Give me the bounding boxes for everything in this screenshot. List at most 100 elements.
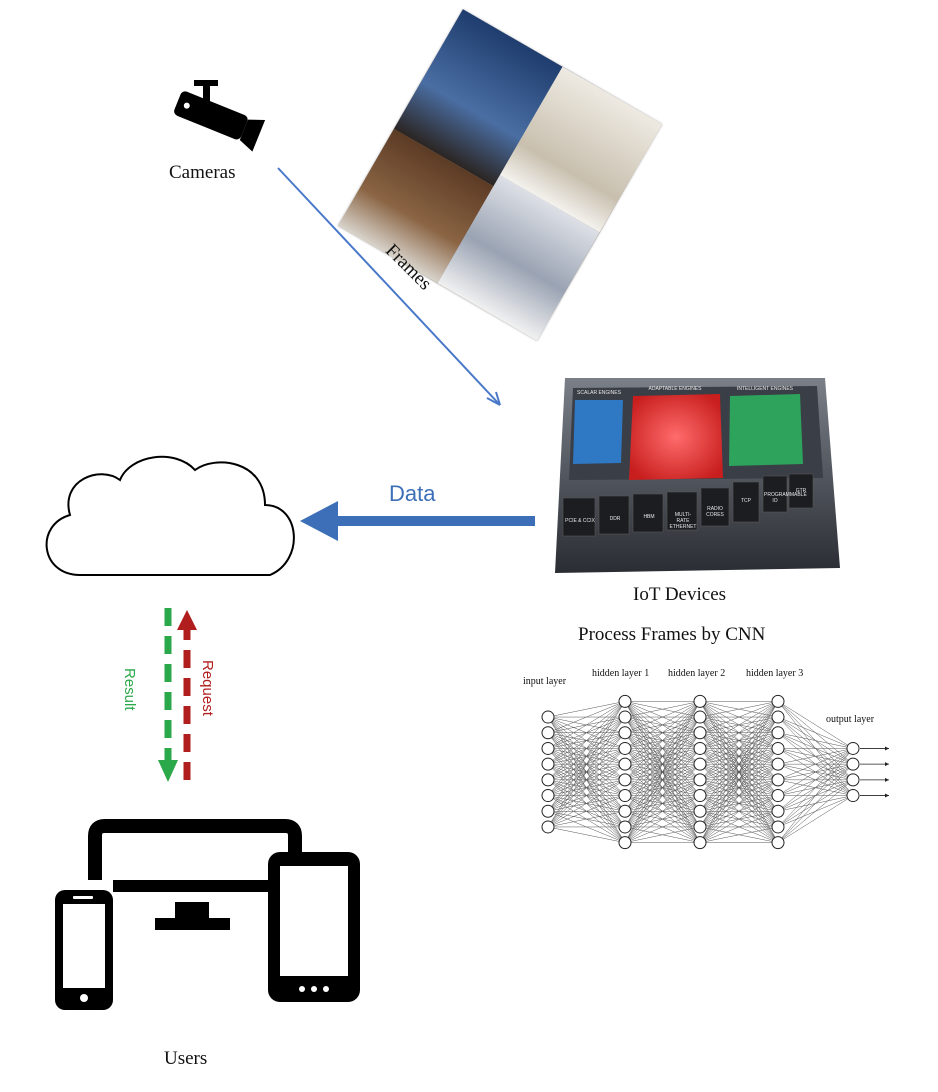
nn-connection: [547, 811, 626, 828]
nn-connection: [699, 748, 779, 843]
nn-connection: [547, 701, 626, 796]
nn-hidden1-label: hidden layer 1: [592, 668, 650, 679]
nn-connection: [624, 795, 701, 843]
result-label: Result: [121, 668, 138, 711]
nn-neuron: [618, 710, 632, 724]
nn-neuron: [693, 694, 707, 708]
nn-neuron: [771, 836, 785, 850]
nn-neuron: [771, 741, 785, 755]
nn-neuron: [541, 789, 555, 803]
nn-connection: [624, 748, 701, 843]
nn-connection: [777, 748, 854, 828]
nn-connection: [547, 748, 626, 828]
nn-neuron: [618, 741, 632, 755]
nn-connection: [699, 826, 779, 843]
nn-output-arrowhead: [885, 777, 889, 782]
nn-neuron: [771, 710, 785, 724]
nn-connection: [547, 732, 626, 828]
chip-block-label: HBM: [643, 514, 655, 520]
process-frames-label: Process Frames by CNN: [578, 624, 766, 645]
nn-connection: [777, 795, 854, 843]
nn-connection: [699, 811, 779, 843]
nn-connection: [547, 701, 626, 828]
nn-neuron: [618, 820, 632, 834]
chip-block-label: PCIE & CCIX: [565, 518, 595, 524]
nn-neuron: [771, 757, 785, 771]
nn-connection: [699, 779, 779, 843]
nn-connection: [547, 826, 626, 843]
nn-neuron: [693, 741, 707, 755]
nn-connection: [624, 763, 701, 843]
frames-arrow: [277, 167, 501, 406]
nn-connection: [699, 701, 779, 843]
nn-connection: [777, 701, 854, 749]
nn-neuron: [618, 773, 632, 787]
nn-neuron: [693, 820, 707, 834]
nn-connection: [547, 701, 626, 812]
nn-neuron: [693, 773, 707, 787]
nn-connection: [777, 763, 854, 843]
nn-neuron: [541, 741, 555, 755]
nn-connection: [624, 716, 701, 843]
nn-output-arrowhead: [885, 762, 889, 767]
nn-connection: [624, 701, 701, 828]
nn-neuron: [771, 726, 785, 740]
nn-neuron: [846, 757, 860, 771]
nn-neuron: [618, 694, 632, 708]
nn-connection: [547, 701, 626, 718]
chip-block-label: ADAPTABLE ENGINES: [648, 386, 702, 392]
nn-connection: [777, 716, 854, 749]
camera-icon: [174, 80, 266, 152]
nn-connection: [699, 763, 779, 843]
nn-connection: [624, 779, 701, 843]
nn-connection: [699, 701, 779, 733]
chip-block-label: PROGRAMMABLE IO: [764, 492, 807, 504]
nn-connection: [547, 779, 626, 828]
nn-neuron: [846, 789, 860, 803]
chip-block-label: DDR: [609, 516, 621, 522]
devices-icon: [55, 819, 360, 1010]
data-arrow: [300, 501, 535, 541]
chip-block-label: GTR: [795, 488, 807, 494]
nn-connection: [547, 701, 626, 749]
nn-neuron: [846, 741, 860, 755]
nn-neuron: [771, 789, 785, 803]
nn-neuron: [693, 757, 707, 771]
chip-block-label: INTELLIGENT ENGINES: [736, 386, 794, 392]
nn-neuron: [846, 773, 860, 787]
nn-connection: [624, 701, 701, 796]
nn-connection: [624, 826, 701, 843]
nn-neuron: [693, 726, 707, 740]
nn-connection: [624, 701, 701, 765]
nn-connection: [699, 701, 779, 812]
nn-neuron: [618, 789, 632, 803]
nn-neuron: [541, 710, 555, 724]
nn-neuron: [618, 757, 632, 771]
nn-neuron: [771, 804, 785, 818]
nn-connection: [777, 748, 854, 781]
nn-connection: [699, 701, 779, 718]
nn-connection: [699, 732, 779, 843]
nn-connection: [699, 701, 779, 796]
nn-connection: [624, 701, 701, 733]
nn-output-label: output layer: [826, 714, 875, 725]
cameras-label: Cameras: [169, 162, 236, 183]
nn-neuron: [771, 694, 785, 708]
nn-connection: [777, 748, 854, 765]
nn-connection: [777, 748, 854, 843]
result-arrow: [158, 608, 178, 782]
nn-neuron: [618, 726, 632, 740]
nn-hidden3-label: hidden layer 3: [746, 668, 804, 679]
nn-neuron: [618, 804, 632, 818]
nn-connection: [699, 701, 779, 781]
nn-neuron: [771, 820, 785, 834]
data-label: Data: [389, 481, 436, 506]
nn-connection: [777, 748, 854, 812]
nn-connection: [699, 701, 779, 828]
nn-neuron: [541, 804, 555, 818]
nn-neuron: [693, 710, 707, 724]
nn-connection: [547, 701, 626, 781]
nn-connection: [624, 701, 701, 781]
nn-connection: [547, 701, 626, 765]
